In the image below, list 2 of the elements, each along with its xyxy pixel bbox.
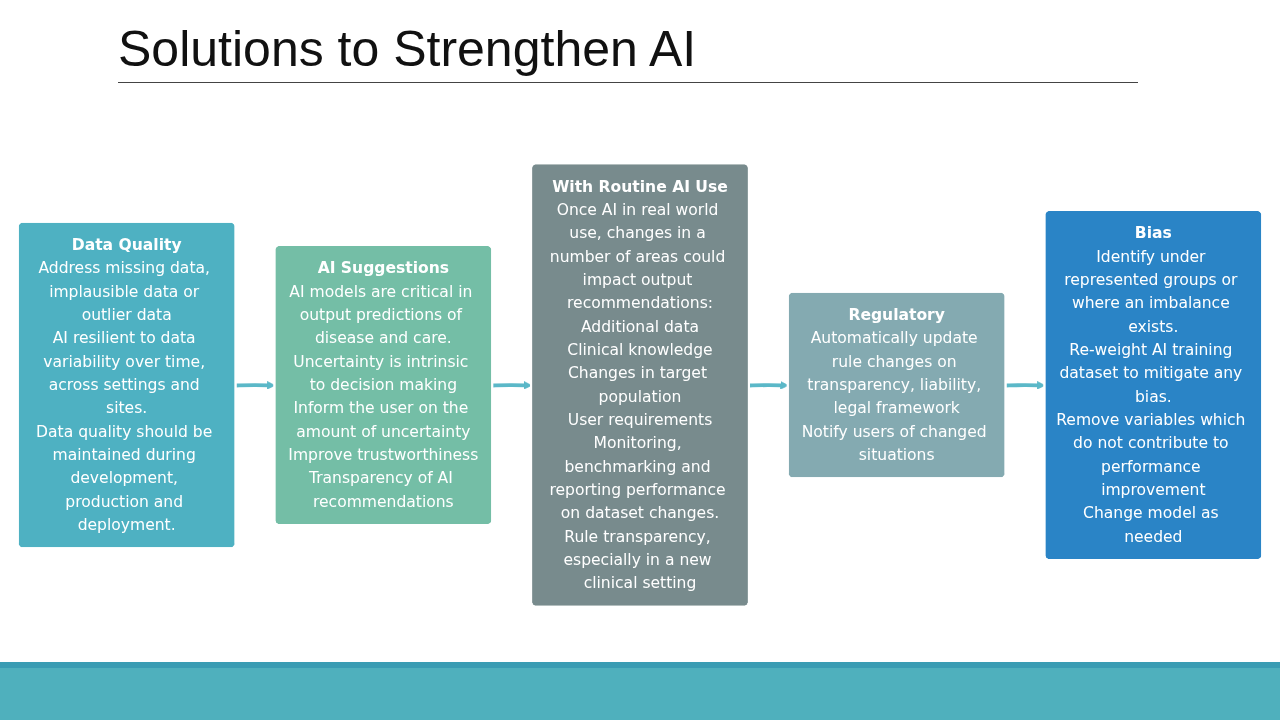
arrow	[492, 381, 532, 390]
slide-title: Solutions to Strengthen AI	[118, 20, 1138, 83]
